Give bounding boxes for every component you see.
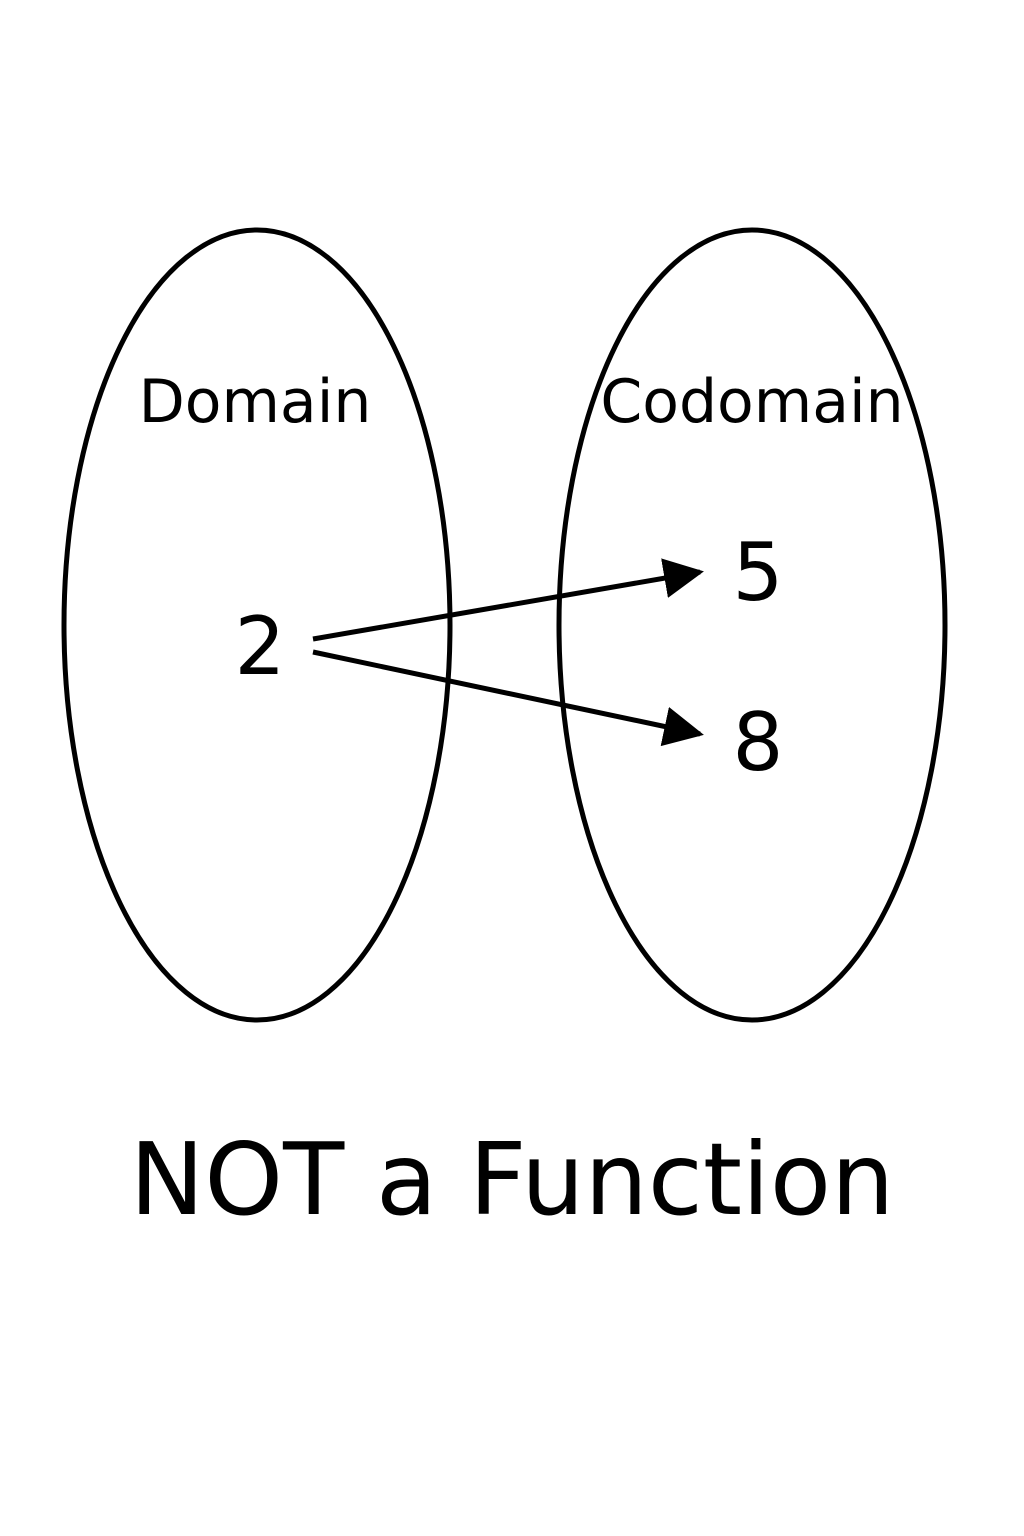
codomain-element-5: 5 bbox=[733, 526, 784, 619]
mapping-arrow-2-to-5 bbox=[312, 558, 704, 642]
codomain-label: Codomain bbox=[600, 367, 903, 437]
codomain-element-8: 8 bbox=[733, 696, 784, 789]
domain-set-oval bbox=[61, 227, 453, 1023]
codomain-set-oval bbox=[556, 227, 948, 1023]
domain-element-2: 2 bbox=[235, 600, 286, 693]
domain-label: Domain bbox=[139, 367, 372, 437]
mapping-arrow-2-to-8 bbox=[312, 649, 704, 747]
diagram-caption: NOT a Function bbox=[129, 1121, 895, 1238]
